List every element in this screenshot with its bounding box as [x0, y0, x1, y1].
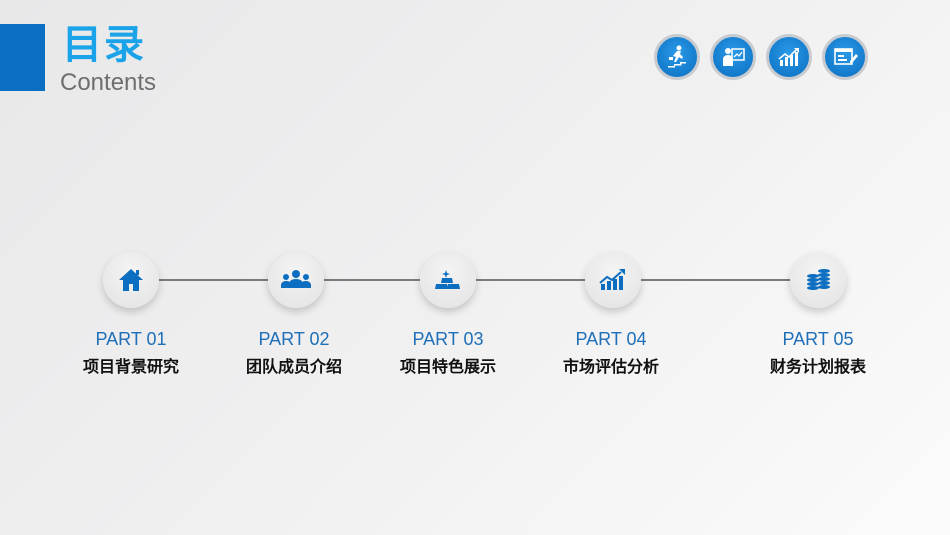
section-node-5[interactable] — [790, 252, 846, 308]
page-subtitle: Contents — [60, 69, 157, 96]
runner-stairs-icon — [654, 34, 700, 80]
presenter-chart-icon — [710, 34, 756, 80]
section-node-3[interactable] — [420, 252, 476, 308]
growth-chart-icon — [599, 269, 625, 290]
section-part-3: PART 03 — [412, 329, 484, 349]
section-label-1[interactable]: 项目背景研究 — [82, 357, 179, 376]
section-label-2[interactable]: 团队成员介绍 — [245, 357, 342, 376]
gold-bars-icon — [435, 270, 460, 289]
accent-bar — [0, 24, 45, 91]
section-label-4[interactable]: 市场评估分析 — [562, 357, 659, 376]
form-edit-icon — [822, 34, 868, 80]
section-node-2[interactable] — [268, 252, 324, 308]
section-node-1[interactable] — [103, 252, 159, 308]
section-part-1: PART 01 — [95, 329, 167, 349]
section-part-5: PART 05 — [782, 329, 854, 349]
page-title: 目录 — [62, 22, 146, 68]
section-part-2: PART 02 — [258, 329, 330, 349]
team-icon — [281, 270, 311, 288]
coin-stacks-icon — [807, 269, 830, 290]
section-part-4: PART 04 — [575, 329, 647, 349]
section-node-4[interactable] — [585, 252, 641, 308]
growth-chart-icon — [766, 34, 812, 80]
section-label-3[interactable]: 项目特色展示 — [399, 357, 496, 376]
section-label-5[interactable]: 财务计划报表 — [769, 357, 866, 376]
home-icon — [119, 269, 143, 291]
top-icon-group — [654, 34, 868, 80]
